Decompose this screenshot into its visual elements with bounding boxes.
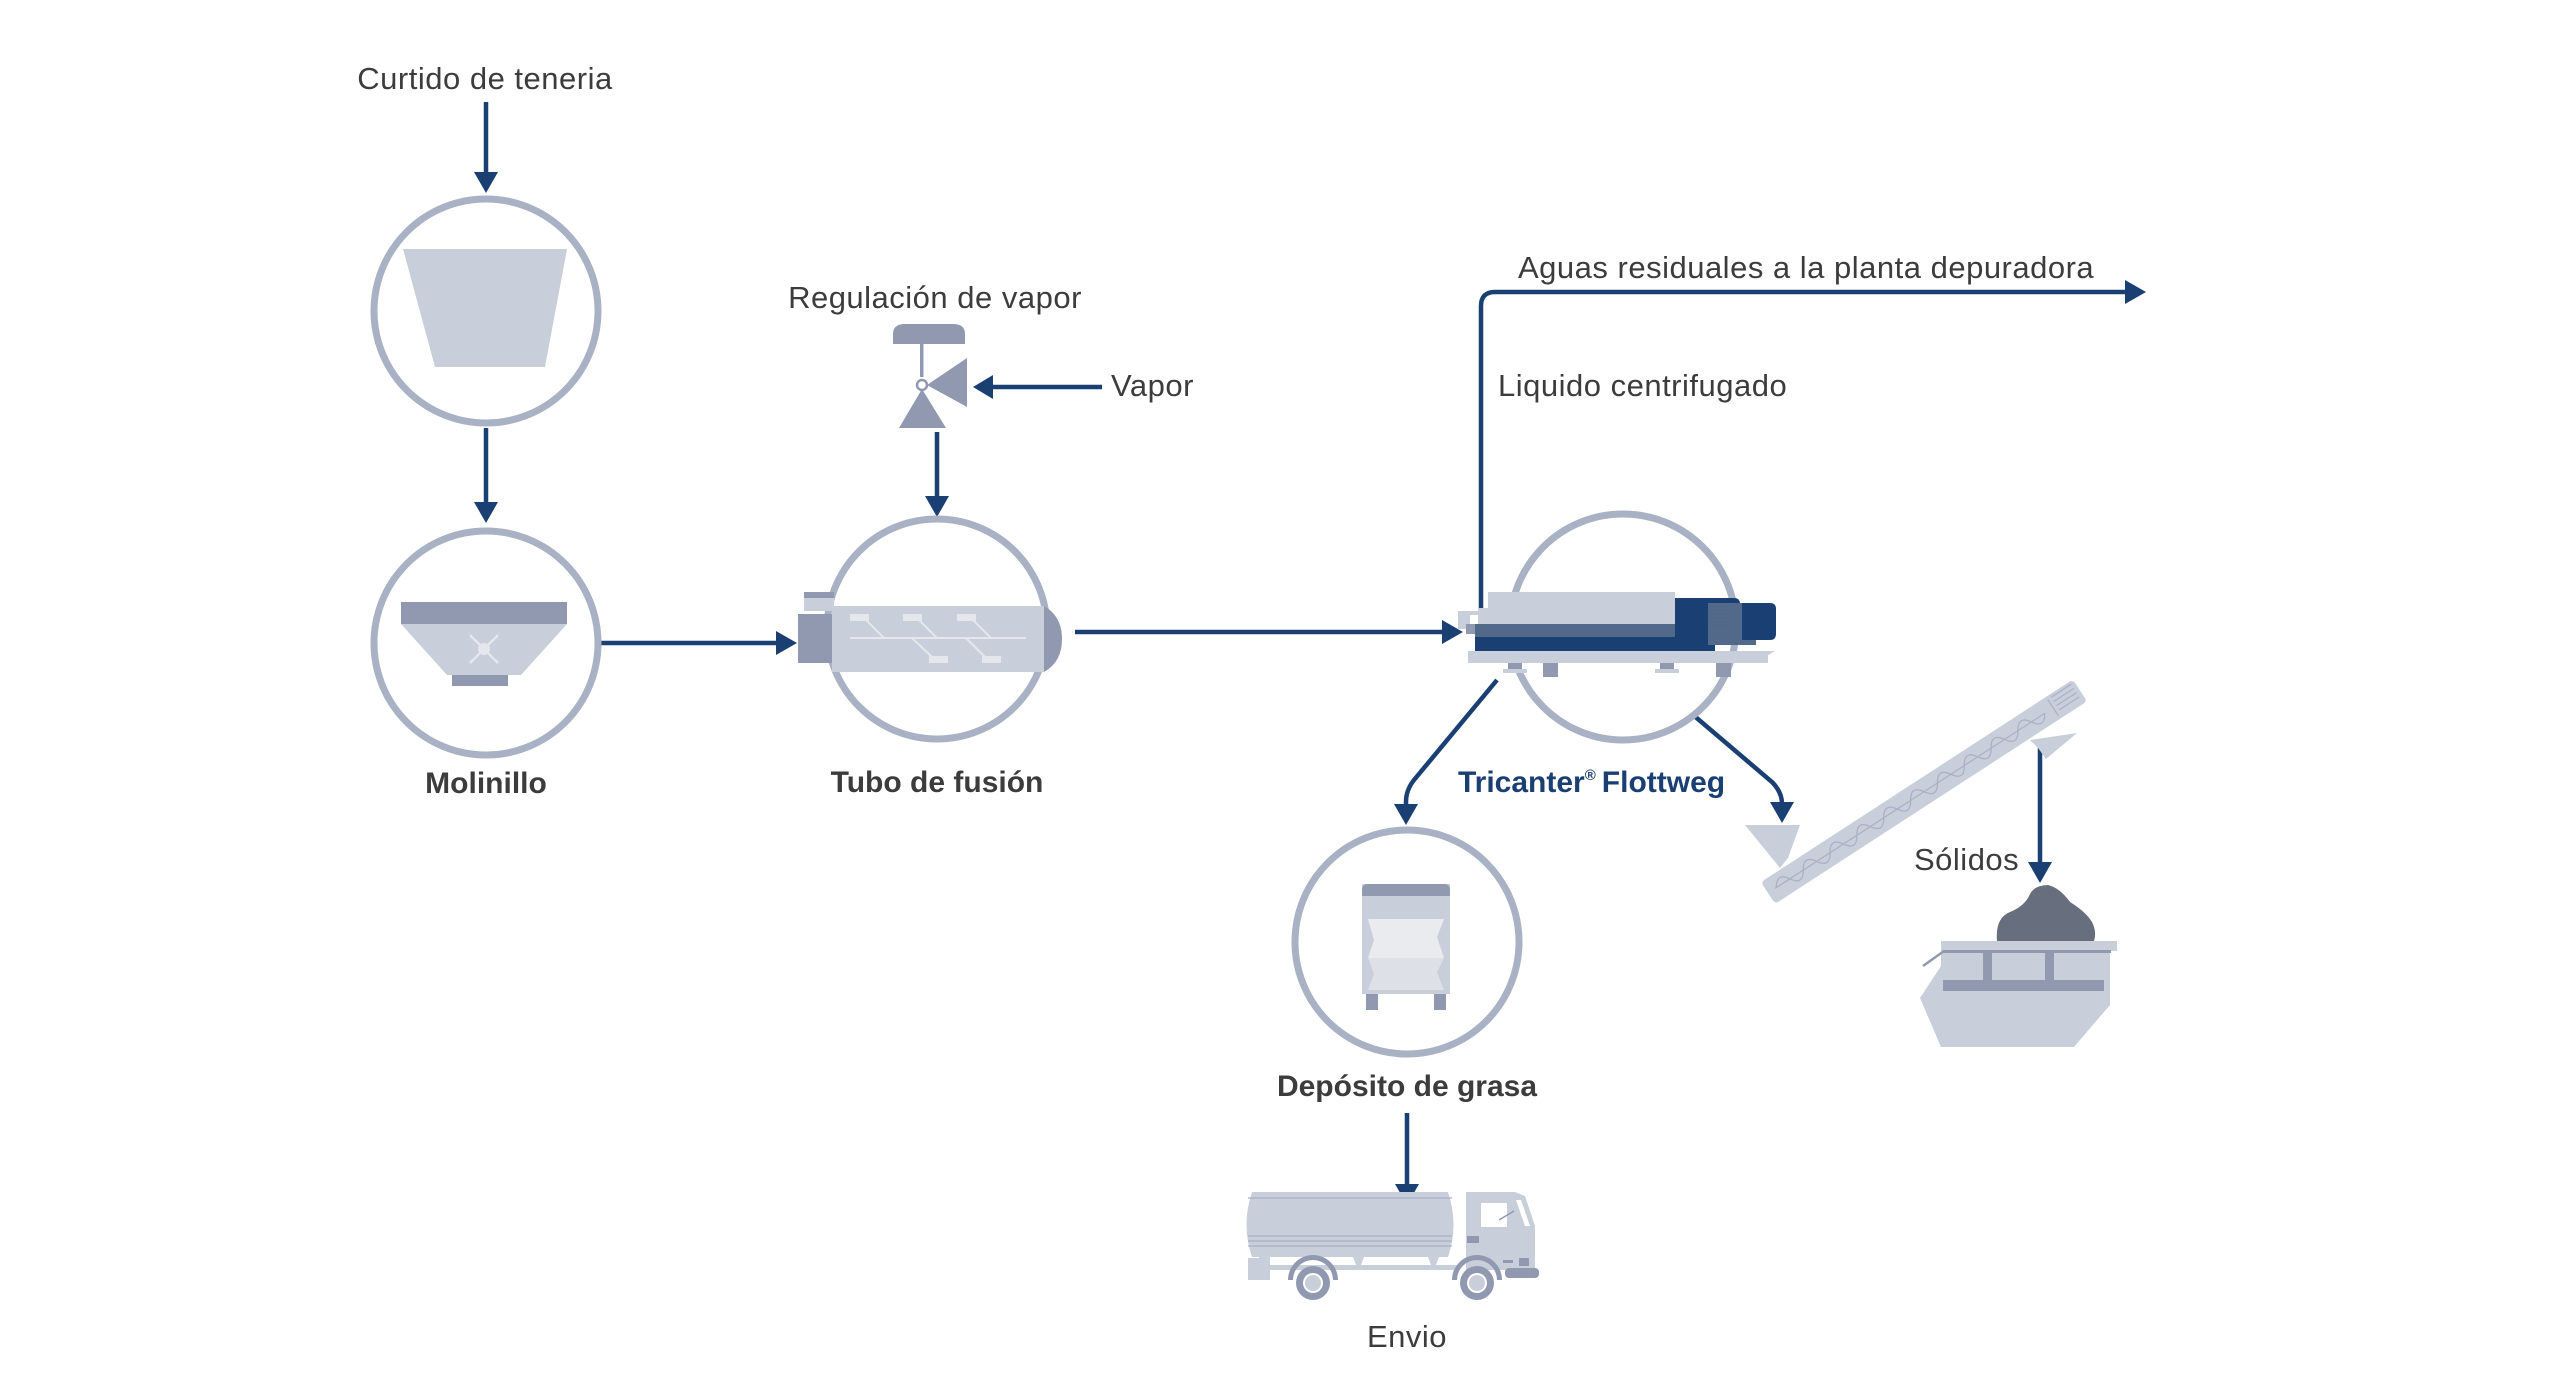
skip-bin-icon[interactable] (1920, 885, 2117, 1047)
label-tricanter: Tricanter (1458, 766, 1585, 799)
flow-centrate-to-wastewater (1478, 280, 2146, 612)
node-melting-tube[interactable] (798, 515, 1062, 743)
label-aguas-residuales: Aguas residuales a la planta depuradora (1518, 250, 2094, 285)
label-tubo-de-fusion: Tubo de fusión (831, 766, 1044, 799)
flow-fat-tank-to-truck (1395, 1113, 1419, 1205)
label-deposito-de-grasa: Depósito de grasa (1277, 1070, 1537, 1103)
flow-conveyor-to-skip (2028, 742, 2052, 883)
tank-icon (1362, 884, 1450, 1010)
melting-tube-icon (798, 592, 1062, 672)
tanker-truck-icon[interactable] (1246, 1192, 1540, 1300)
grinder-hopper-icon (401, 602, 567, 686)
label-regulacion-de-vapor: Regulación de vapor (788, 280, 1082, 315)
registered-mark: ® (1585, 767, 1596, 784)
node-input-bin[interactable] (370, 195, 602, 427)
flow-bin-to-grinder (474, 428, 498, 523)
flow-tricanter-to-solids (1650, 678, 1794, 823)
label-molinillo: Molinillo (425, 767, 547, 800)
flow-steam-to-valve (973, 375, 1102, 399)
label-liquido-centrifugado: Liquido centrifugado (1498, 368, 1787, 403)
label-flottweg: Flottweg (1602, 766, 1725, 799)
label-vapor: Vapor (1111, 368, 1194, 403)
label-solidos: Sólidos (1914, 842, 2019, 877)
bin-icon (403, 249, 567, 367)
flow-valve-to-tube (925, 432, 949, 517)
label-tricanter-flottweg: Tricanter® Flottweg (1458, 766, 1725, 799)
flow-input-to-grinder (474, 102, 498, 193)
node-tricanter[interactable] (1458, 510, 1776, 744)
control-valve-icon[interactable] (893, 324, 967, 428)
screw-conveyor-icon[interactable] (1745, 679, 2087, 903)
flow-grinder-to-tube (600, 631, 797, 655)
node-grinder[interactable] (370, 527, 602, 759)
flow-tricanter-to-fat-tank (1394, 678, 1499, 825)
node-fat-tank[interactable] (1291, 826, 1523, 1058)
label-envio: Envio (1367, 1319, 1447, 1354)
label-curtido-de-teneria: Curtido de teneria (357, 61, 613, 96)
decanter-centrifuge-icon (1458, 592, 1776, 677)
flow-tube-to-tricanter (1075, 620, 1463, 644)
